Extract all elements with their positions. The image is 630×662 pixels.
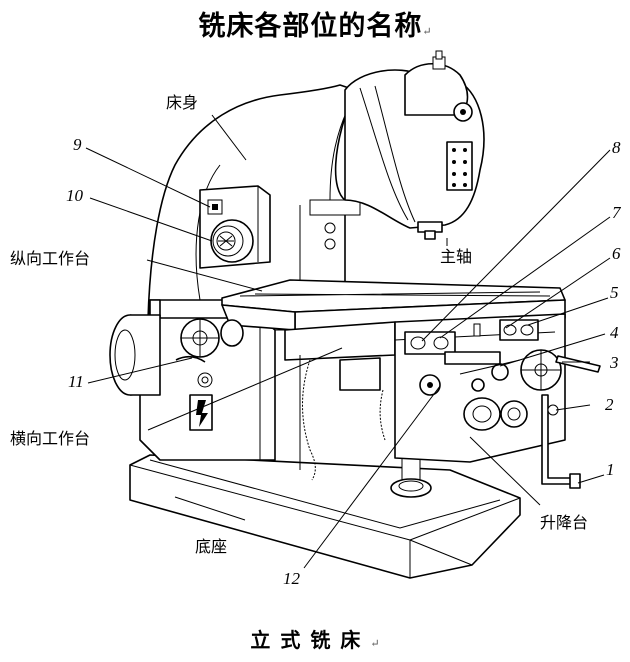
callout-5: 5 bbox=[610, 283, 619, 302]
label-longitudinal-table: 纵向工作台 bbox=[10, 249, 90, 268]
label-cross-table: 横向工作台 bbox=[10, 429, 90, 448]
callout-1: 1 bbox=[606, 460, 615, 479]
label-base: 底座 bbox=[195, 537, 227, 556]
callout-11: 11 bbox=[68, 372, 84, 391]
head-drawing bbox=[344, 50, 485, 240]
callout-9: 9 bbox=[73, 135, 82, 154]
caption-paragraph-mark: ↵ bbox=[370, 637, 380, 650]
callout-12: 12 bbox=[283, 569, 301, 588]
callout-7: 7 bbox=[612, 203, 622, 222]
callout-8: 8 bbox=[612, 138, 621, 157]
saddle-drawing bbox=[284, 321, 396, 470]
feed-gearbox bbox=[199, 185, 271, 269]
callout-4: 4 bbox=[610, 323, 619, 342]
callout-2: 2 bbox=[605, 395, 614, 414]
callout-3: 3 bbox=[609, 353, 619, 372]
column-drawing bbox=[109, 84, 361, 470]
base-drawing bbox=[129, 454, 521, 579]
callout-6: 6 bbox=[612, 244, 621, 263]
callout-10: 10 bbox=[66, 186, 84, 205]
label-knee: 升降台 bbox=[540, 513, 588, 532]
label-spindle: 主轴 bbox=[440, 247, 472, 266]
left-handwheel bbox=[175, 318, 244, 363]
label-bed: 床身 bbox=[166, 93, 198, 112]
paragraph-mark: ↵ bbox=[422, 25, 432, 38]
table-drawing bbox=[221, 279, 566, 331]
figure-caption: 立式铣床↵ bbox=[250, 628, 380, 652]
knee-screw bbox=[390, 454, 432, 498]
page-title: 铣床各部位的名称↵ bbox=[198, 11, 432, 42]
leader-lines bbox=[85, 114, 611, 569]
knee-drawing bbox=[302, 313, 601, 489]
